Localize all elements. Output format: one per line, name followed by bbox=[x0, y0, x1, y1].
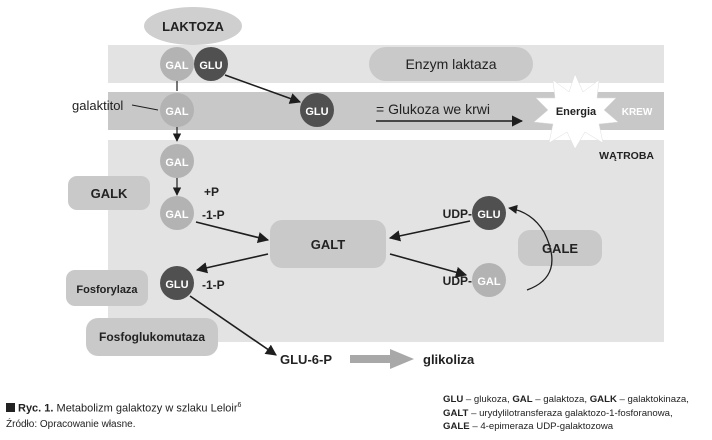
legend-def: – galaktokinaza, bbox=[616, 394, 689, 405]
legend-term: GAL bbox=[512, 394, 533, 405]
lactase-enzyme-pill bbox=[369, 47, 533, 81]
glu-to-blood-arrow bbox=[224, 74, 302, 104]
gale-enzyme-box bbox=[518, 230, 602, 266]
minus-1p-label: -1-P bbox=[202, 208, 225, 222]
figure-title: Metabolizm galaktozy w szlaku Leloir bbox=[56, 402, 238, 415]
minus-1p-label-glu: -1-P bbox=[202, 278, 225, 292]
galk-enzyme-box bbox=[68, 176, 150, 210]
udpglu-to-galt-arrow bbox=[388, 220, 471, 242]
glu-label: GLU bbox=[165, 279, 188, 291]
lactose-label: LAKTOZA bbox=[162, 19, 224, 34]
gal-circle-liver bbox=[160, 144, 194, 178]
gal-label: GAL bbox=[165, 209, 189, 221]
legend-term: GALK bbox=[589, 394, 617, 405]
gal-1p-circle bbox=[160, 196, 194, 230]
udp-gal-circle bbox=[472, 263, 506, 297]
liver-label: WĄTROBA bbox=[599, 150, 654, 162]
glu-label: GLU bbox=[199, 60, 222, 72]
glu-label: GLU bbox=[305, 106, 328, 118]
gal-label: GAL bbox=[165, 106, 189, 118]
galt-to-glu1p-arrow bbox=[195, 253, 269, 274]
udp-label-glu: UDP- bbox=[443, 207, 472, 221]
legend-term: GLU bbox=[443, 394, 464, 405]
blood-label: KREW bbox=[622, 107, 653, 118]
blood-glucose-label: = Glukoza we krwi bbox=[376, 101, 490, 117]
abbreviation-legend: GLU – glukoza, GAL – galaktoza, GALK – g… bbox=[443, 393, 689, 434]
glu-label: GLU bbox=[477, 209, 500, 221]
gal-label: GAL bbox=[165, 157, 189, 169]
gal-circle-blood bbox=[160, 93, 194, 127]
lactase-enzyme-label: Enzym laktaza bbox=[405, 56, 496, 72]
glu-circle-intestine bbox=[194, 47, 228, 81]
legend-def: – 4-epimeraza UDP-galaktozowa bbox=[469, 421, 614, 432]
legend-def: – urydylilotransferaza galaktozo-1-fosfo… bbox=[468, 407, 673, 419]
lactose-metabolism-diagram: LAKTOZA Enzym laktaza GAL GLU GAL GLU ga… bbox=[66, 7, 664, 369]
phosphorylase-box bbox=[66, 270, 148, 306]
legend-def: – glukoza, bbox=[463, 394, 513, 405]
udp-label-gal: UDP- bbox=[443, 274, 472, 288]
phosphoglucomutase-label: Fosfoglukomutaza bbox=[99, 330, 205, 344]
galt-to-udpgal-arrow bbox=[389, 253, 468, 278]
figure-source: Źródło: Opracowanie własne. bbox=[6, 418, 136, 430]
phosphorylase-label: Fosforylaza bbox=[76, 284, 138, 296]
glu-circle-blood bbox=[300, 93, 334, 127]
gal-label: GAL bbox=[165, 60, 189, 72]
gale-label: GALE bbox=[542, 241, 578, 256]
figure-reference: 6 bbox=[237, 402, 242, 409]
caption-square-icon bbox=[6, 402, 15, 412]
glu6p-label: GLU-6-P bbox=[280, 352, 332, 367]
lactose-bubble bbox=[144, 7, 242, 45]
gal-label: GAL bbox=[477, 276, 501, 288]
galk-label: GALK bbox=[91, 186, 128, 201]
gal1p-to-galt-arrow bbox=[195, 221, 270, 243]
galactitol-connector bbox=[131, 104, 159, 111]
phosphoglucomutase-box bbox=[86, 318, 218, 356]
glu-1p-circle bbox=[160, 266, 194, 300]
gal-circle-intestine bbox=[160, 47, 194, 81]
legend-term: GALT bbox=[443, 407, 469, 419]
glycolysis-arrow-shaft bbox=[350, 355, 392, 363]
galactitol-label: galaktitol bbox=[72, 98, 123, 113]
figure-caption: Ryc. 1. Metabolizm galaktozy w szlaku Le… bbox=[6, 398, 241, 432]
udp-glu-circle bbox=[472, 196, 506, 230]
figure-number: Ryc. 1. bbox=[18, 402, 54, 415]
galt-label: GALT bbox=[311, 237, 345, 252]
legend-def: – galaktoza, bbox=[532, 394, 590, 405]
legend-term: GALE bbox=[443, 421, 470, 432]
energy-burst bbox=[533, 73, 619, 150]
galt-enzyme-box bbox=[270, 220, 386, 268]
glycolysis-label: glikoliza bbox=[423, 352, 475, 367]
gale-cycle-arrow bbox=[508, 204, 553, 291]
energy-label: Energia bbox=[556, 106, 597, 118]
glu1p-to-glu6p-arrow bbox=[189, 295, 277, 356]
plus-p-label: +P bbox=[204, 185, 219, 199]
glycolysis-arrow-head bbox=[390, 349, 414, 369]
